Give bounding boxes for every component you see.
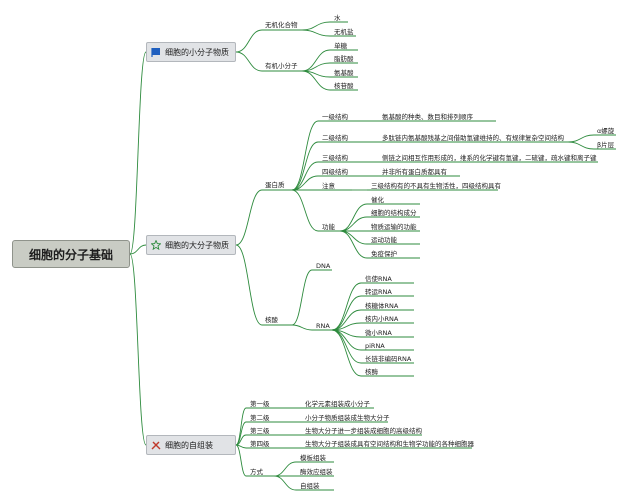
node-organic-item[interactable]: 氨基酸 (334, 69, 354, 77)
connector-line (291, 141, 319, 191)
connector-line (339, 203, 368, 232)
connector-line (235, 51, 263, 72)
node-note[interactable]: 注意 (322, 182, 335, 190)
connector-line (129, 51, 147, 255)
node-secondary-structure[interactable]: 二级结构 (322, 134, 348, 142)
connector-line (301, 29, 331, 37)
connector-line (331, 295, 362, 331)
category-macromolecules[interactable]: 细胞的大分子物质 (146, 235, 236, 255)
connector-line (129, 253, 147, 446)
node-level-1-desc[interactable]: 化学元素组装成小分子 (305, 400, 370, 408)
connector-line (567, 134, 595, 143)
node-beta-sheet[interactable]: β片层 (597, 141, 615, 149)
connector-line (301, 21, 331, 31)
node-rna-item[interactable]: piRNA (365, 342, 385, 350)
node-note-desc[interactable]: 三级结构有的不具有生物活性，四级结构具有 (371, 182, 501, 190)
connector-line (235, 444, 247, 449)
node-rna-item[interactable]: 长链非编码RNA (365, 355, 412, 363)
node-tertiary-desc[interactable]: 侧链之间相互作用形成的，维系的化学键有氢键，二硫键，疏水键和离子键 (382, 154, 597, 162)
node-function-item[interactable]: 物质运输的功能 (371, 223, 417, 231)
connector-line (273, 475, 297, 491)
node-level-1[interactable]: 第一级 (250, 400, 270, 408)
connector-line (235, 29, 263, 53)
node-rna[interactable]: RNA (316, 322, 330, 330)
connector-line (331, 329, 362, 364)
connector-line (273, 461, 297, 477)
connector-line (291, 120, 319, 191)
node-rna-item[interactable]: 转运RNA (365, 288, 392, 296)
blue-flag-icon (151, 47, 161, 57)
node-assembly-mode[interactable]: 方式 (250, 468, 263, 476)
node-inorganic[interactable]: 无机化合物 (265, 21, 298, 29)
node-quaternary-desc[interactable]: 并非所有蛋白质都具有 (382, 168, 447, 176)
tools-icon (151, 440, 161, 450)
node-level-3[interactable]: 第三级 (250, 427, 270, 435)
node-protein[interactable]: 蛋白质 (265, 181, 285, 189)
star-icon (150, 239, 162, 251)
connector-line (331, 282, 362, 331)
node-function-item[interactable]: 催化 (371, 196, 384, 204)
root-node[interactable]: 细胞的分子基础 (12, 240, 130, 268)
category-label: 细胞的自组装 (165, 440, 213, 450)
node-nucleic-acid[interactable]: 核酸 (265, 316, 278, 324)
connector-line (567, 141, 595, 150)
node-level-4-desc[interactable]: 生物大分子组装成具有空间结构和生物学功能的各种细胞器 (305, 440, 474, 448)
node-function-item[interactable]: 细胞的结构成分 (371, 209, 417, 217)
connector-line (339, 216, 368, 232)
connector-line (339, 230, 368, 245)
connector-line (339, 230, 368, 259)
node-rna-item[interactable]: 核酶 (365, 368, 378, 376)
node-rna-item[interactable]: 核内小RNA (365, 315, 399, 323)
node-rna-item[interactable]: 核糖体RNA (365, 302, 399, 310)
node-secondary-desc[interactable]: 多肽链内氨基酸残基之间借助氢键维持的、有规律复杂空间结构 (382, 134, 564, 142)
node-organic-small[interactable]: 有机小分子 (265, 62, 298, 70)
node-level-4[interactable]: 第四级 (250, 440, 270, 448)
connector-line (291, 161, 319, 191)
node-rna-item[interactable]: 信使RNA (365, 275, 392, 283)
node-organic-item[interactable]: 核苷酸 (334, 82, 354, 90)
category-label: 细胞的小分子物质 (165, 47, 229, 57)
connector-line (331, 329, 362, 377)
node-rna-item[interactable]: 微小RNA (365, 329, 392, 337)
node-water[interactable]: 水 (334, 14, 341, 22)
connector-line (235, 444, 247, 477)
category-self-assembly[interactable]: 细胞的自组装 (146, 435, 236, 455)
connector-line (235, 244, 263, 326)
node-mode-item[interactable]: 自组装 (300, 482, 320, 490)
node-primary-desc[interactable]: 氨基酸的种类、数目和排列顺序 (382, 113, 473, 121)
node-quaternary-structure[interactable]: 四级结构 (322, 168, 348, 176)
connector-line (291, 269, 313, 326)
node-level-3-desc[interactable]: 生物大分子进一步组装成细胞的高级结构 (305, 427, 422, 435)
connector-line (301, 49, 331, 72)
connector-line (129, 244, 147, 255)
node-mode-item[interactable]: 模板组装 (300, 454, 326, 462)
node-primary-structure[interactable]: 一级结构 (322, 113, 348, 121)
node-organic-item[interactable]: 脂肪酸 (334, 55, 354, 63)
node-alpha-helix[interactable]: α螺旋 (597, 127, 615, 135)
node-organic-item[interactable]: 单糖 (334, 42, 347, 50)
node-function-item[interactable]: 运动功能 (371, 236, 397, 244)
category-label: 细胞的大分子物质 (165, 240, 229, 250)
node-level-2[interactable]: 第二级 (250, 414, 270, 422)
category-small-molecules[interactable]: 细胞的小分子物质 (146, 42, 236, 62)
node-function[interactable]: 功能 (322, 223, 335, 231)
node-dna[interactable]: DNA (316, 262, 331, 270)
connector-line (291, 189, 319, 232)
connector-line (301, 70, 331, 91)
node-inorganic-salt[interactable]: 无机盐 (334, 28, 354, 36)
node-level-2-desc[interactable]: 小分子物质组装成生物大分子 (305, 414, 390, 422)
node-tertiary-structure[interactable]: 三级结构 (322, 154, 348, 162)
connector-line (291, 324, 313, 331)
connector-line (235, 189, 263, 246)
node-function-item[interactable]: 免疫保护 (371, 250, 397, 258)
node-mode-item[interactable]: 酶效应组装 (300, 468, 333, 476)
